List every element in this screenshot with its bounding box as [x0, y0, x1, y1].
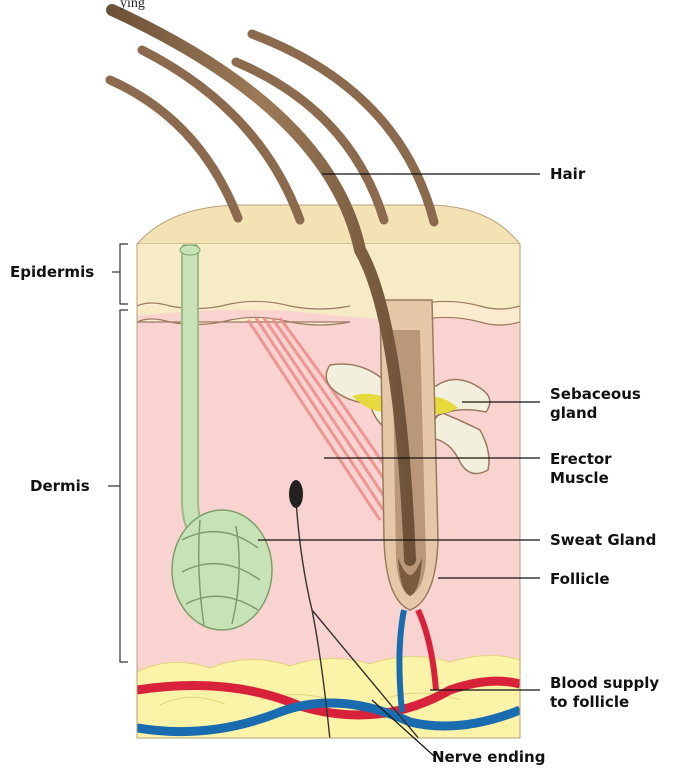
label-sweat-gland: Sweat Gland	[550, 531, 656, 549]
top-caption: ying	[120, 0, 145, 12]
layer-brackets	[108, 244, 128, 662]
nerve-ending-bulb	[289, 480, 303, 508]
label-hair: Hair	[550, 165, 586, 183]
skin-top-face	[137, 205, 520, 244]
label-erector-2: Muscle	[550, 469, 609, 487]
label-sebaceous-1: Sebaceous	[550, 385, 641, 403]
label-epidermis: Epidermis	[10, 263, 94, 281]
label-blood-supply-2: to follicle	[550, 693, 629, 711]
label-nerve-ending: Nerve ending	[432, 748, 545, 766]
label-erector-1: Erector	[550, 450, 612, 468]
label-follicle: Follicle	[550, 570, 610, 588]
label-dermis: Dermis	[30, 477, 90, 495]
label-sebaceous-2: gland	[550, 404, 597, 422]
sweat-gland-coil	[172, 510, 272, 630]
label-blood-supply-1: Blood supply	[550, 674, 659, 692]
